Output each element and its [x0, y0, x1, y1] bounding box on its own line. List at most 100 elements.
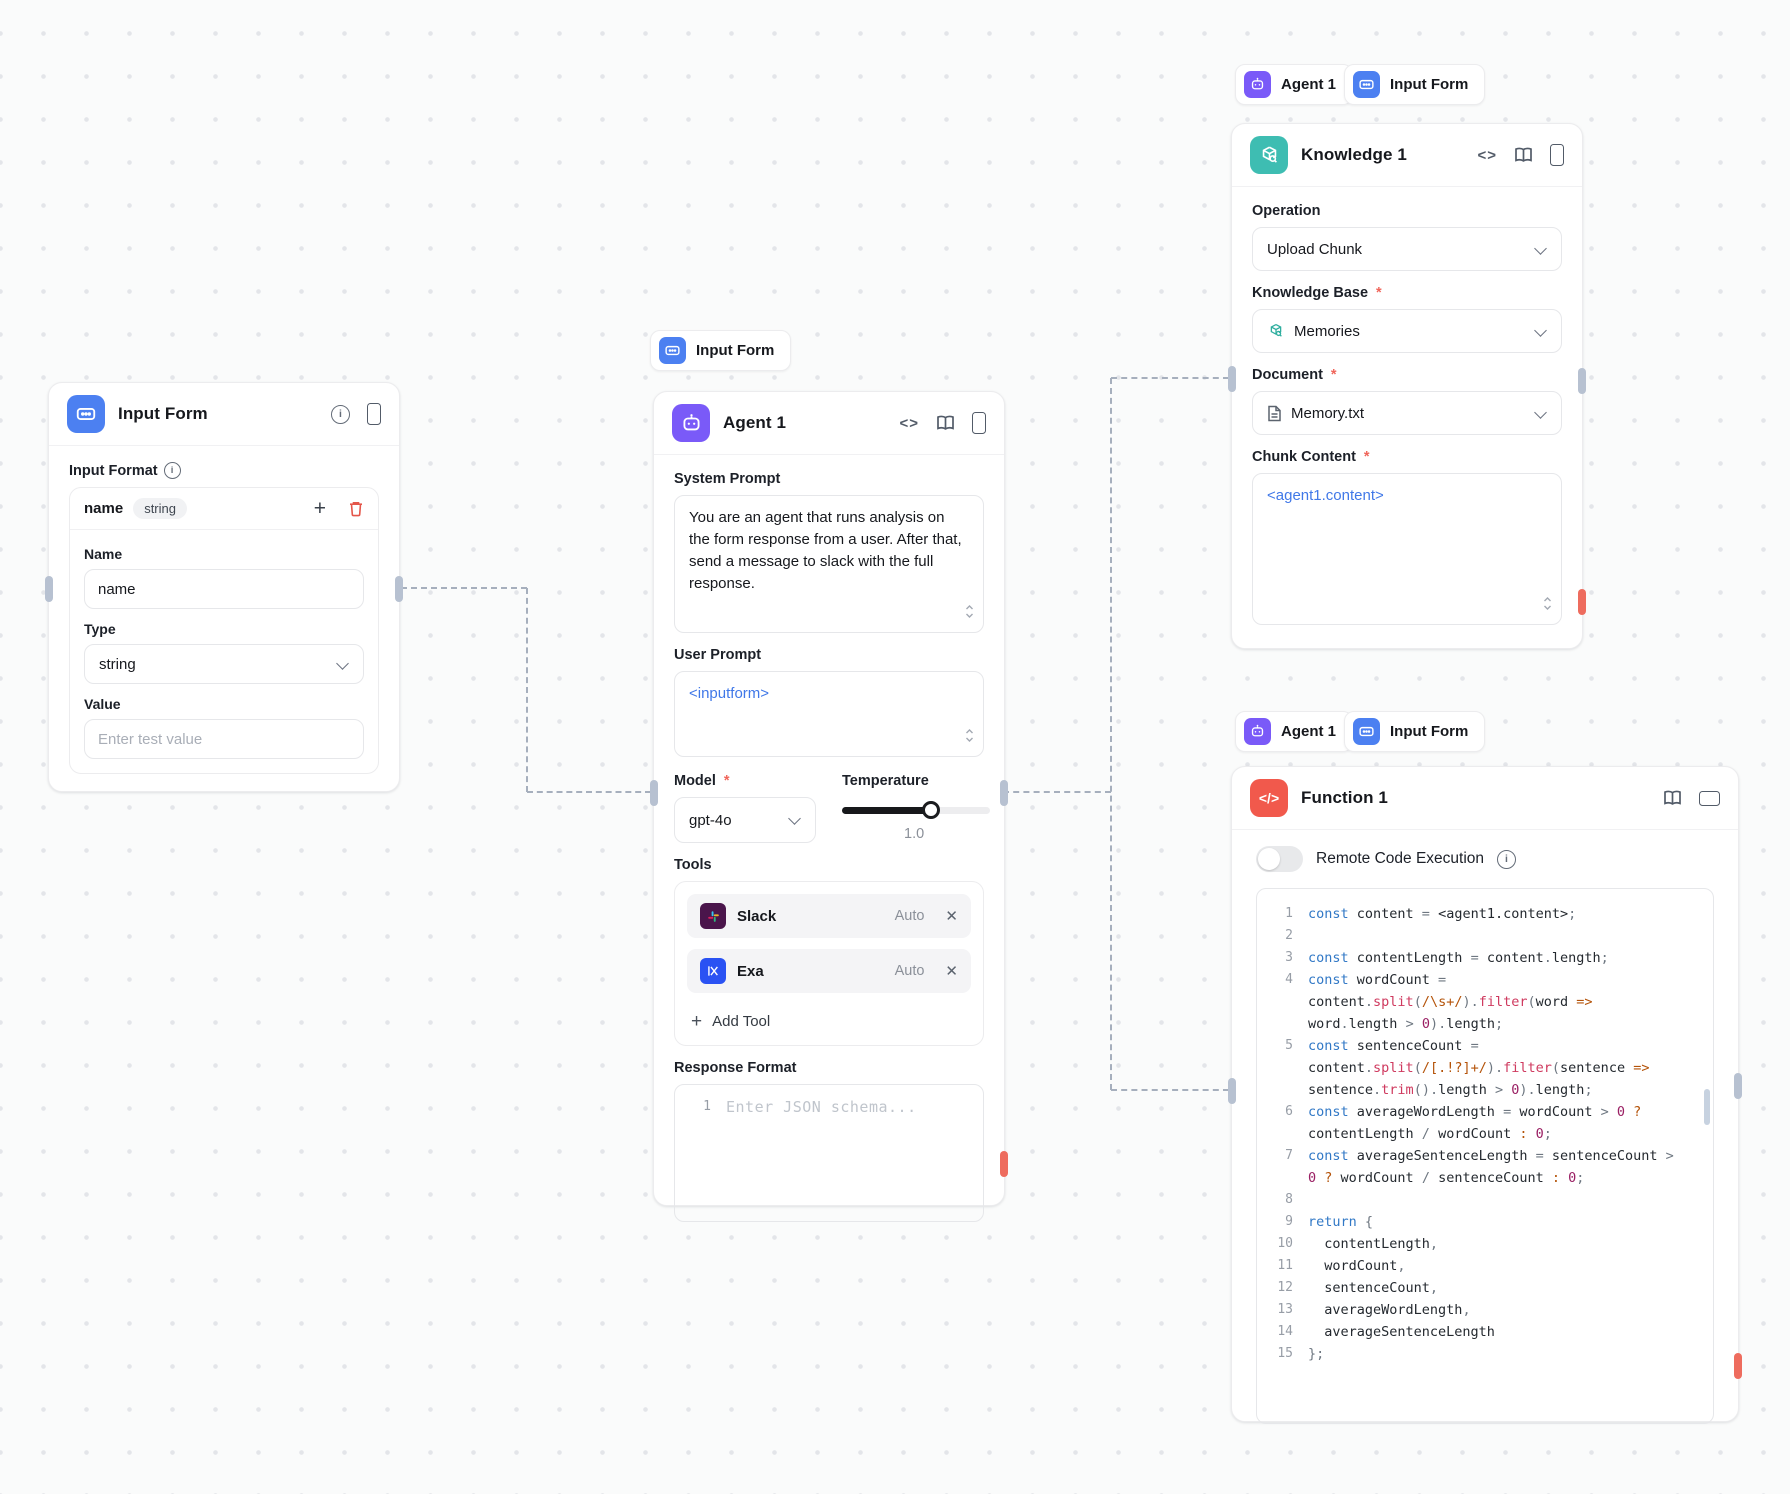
slider-knob[interactable]	[921, 801, 940, 819]
scrollbar-thumb[interactable]	[1704, 1089, 1710, 1125]
slider-track[interactable]	[842, 807, 990, 814]
output-handle[interactable]	[1734, 1073, 1742, 1099]
tool-mode[interactable]: Auto	[894, 908, 925, 924]
output-handle[interactable]	[1000, 780, 1008, 806]
chevron-down-icon	[1534, 242, 1547, 255]
resize-handle-icon[interactable]	[965, 727, 974, 749]
chip-agent-1[interactable]: Agent 1	[1235, 711, 1354, 752]
input-handle[interactable]	[1228, 366, 1236, 392]
chevron-down-icon	[1534, 406, 1547, 419]
name-input[interactable]	[84, 569, 364, 609]
plus-icon: +	[691, 1011, 703, 1032]
type-select-value: string	[99, 655, 136, 673]
remove-tool-icon[interactable]: ✕	[945, 963, 958, 980]
add-tool-button[interactable]: + Add Tool	[687, 1004, 971, 1033]
node-function-1[interactable]: </> Function 1 Remote Code Execution i 1…	[1228, 766, 1742, 1424]
system-prompt-textarea[interactable]: You are an agent that runs analysis on t…	[674, 495, 984, 633]
agent-icon	[1244, 71, 1271, 98]
input-form-icon	[67, 395, 105, 433]
book-icon[interactable]	[936, 415, 955, 431]
output-handle[interactable]	[1578, 368, 1586, 394]
input-handle[interactable]	[650, 780, 658, 806]
line-number: 1	[703, 1099, 711, 1114]
node-agent-1[interactable]: Agent 1 <> System Prompt You are an agen…	[650, 391, 1008, 1222]
toggle-label: Remote Code Execution	[1316, 850, 1485, 867]
node-header[interactable]: Knowledge 1 <>	[1232, 124, 1582, 187]
tools-group: Slack Auto ✕ Exa Auto ✕ + Add Tool	[674, 881, 984, 1046]
mobile-preview-icon[interactable]	[367, 403, 381, 425]
required-star: *	[1376, 285, 1382, 301]
chunk-content-textarea[interactable]: <agent1.content>	[1252, 473, 1562, 625]
input-format-label: Input Format	[69, 462, 158, 479]
user-prompt-textarea[interactable]: <inputform>	[674, 671, 984, 757]
type-label: Type	[84, 621, 116, 637]
input-handle[interactable]	[45, 576, 53, 602]
required-star: *	[723, 773, 730, 789]
chip-input-form[interactable]: Input Form	[1344, 711, 1486, 752]
response-format-label: Response Format	[674, 1060, 797, 1076]
code-line: 15};	[1277, 1346, 1325, 1362]
remote-code-execution-toggle[interactable]	[1256, 846, 1303, 872]
chip-agent-1[interactable]: Agent 1	[1235, 64, 1354, 105]
field-type-badge: string	[133, 498, 187, 519]
mobile-preview-icon[interactable]	[1550, 144, 1564, 166]
node-header[interactable]: </> Function 1	[1232, 767, 1738, 830]
panel-icon[interactable]	[1699, 790, 1720, 806]
user-prompt-value: <inputform>	[689, 685, 770, 702]
code-icon[interactable]: <>	[1477, 146, 1497, 164]
book-icon[interactable]	[1514, 147, 1533, 163]
node-header[interactable]: Input Form i	[49, 383, 399, 446]
tool-row-exa[interactable]: Exa Auto ✕	[687, 949, 971, 993]
exa-icon	[700, 958, 726, 984]
output-handle[interactable]	[395, 576, 403, 602]
info-icon[interactable]: i	[163, 462, 181, 479]
remove-tool-icon[interactable]: ✕	[945, 908, 958, 925]
code-icon[interactable]: <>	[899, 414, 919, 432]
value-input[interactable]	[84, 719, 364, 759]
node-title: Knowledge 1	[1301, 145, 1407, 164]
code-line: 13 averageWordLength,	[1277, 1302, 1471, 1318]
agent-icon	[672, 404, 710, 442]
error-handle[interactable]	[1578, 589, 1586, 615]
user-prompt-label: User Prompt	[674, 647, 762, 663]
chip-input-form[interactable]: Input Form	[1344, 64, 1486, 105]
temperature-label: Temperature	[842, 773, 929, 789]
resize-handle-icon[interactable]	[965, 603, 974, 625]
node-title: Input Form	[118, 404, 208, 423]
tool-mode[interactable]: Auto	[894, 963, 925, 979]
node-header[interactable]: Agent 1 <>	[654, 392, 1004, 455]
delete-field-button[interactable]	[348, 500, 364, 517]
info-icon[interactable]: i	[331, 404, 350, 424]
add-field-button[interactable]: +	[313, 497, 326, 520]
memories-icon	[1267, 322, 1285, 340]
model-select[interactable]: gpt-4o	[674, 797, 816, 843]
error-handle[interactable]	[1000, 1151, 1008, 1177]
agent-icon	[1244, 718, 1271, 745]
code-line: 2	[1285, 928, 1293, 943]
node-knowledge-1[interactable]: Knowledge 1 <> Operation Upload Chunk Kn…	[1228, 123, 1586, 649]
operation-select[interactable]: Upload Chunk	[1252, 227, 1562, 271]
document-select[interactable]: Memory.txt	[1252, 391, 1562, 435]
type-select[interactable]: string	[84, 644, 364, 684]
connector-inputform-agent	[401, 587, 527, 589]
error-handle[interactable]	[1734, 1353, 1742, 1379]
knowledge-icon	[1250, 136, 1288, 174]
resize-handle-icon[interactable]	[1543, 595, 1552, 617]
response-format-editor[interactable]: 1 Enter JSON schema...	[674, 1084, 984, 1222]
knowledge-base-select[interactable]: Memories	[1252, 309, 1562, 353]
tool-row-slack[interactable]: Slack Auto ✕	[687, 894, 971, 938]
input-handle[interactable]	[1228, 1078, 1236, 1104]
temperature-slider[interactable]	[842, 801, 990, 819]
operation-select-value: Upload Chunk	[1267, 240, 1363, 258]
chip-input-form[interactable]: Input Form	[650, 330, 792, 371]
chevron-down-icon	[788, 812, 801, 825]
info-icon[interactable]: i	[1497, 849, 1517, 869]
book-icon[interactable]	[1663, 790, 1682, 806]
mobile-preview-icon[interactable]	[972, 412, 986, 434]
model-label: Model	[674, 773, 716, 789]
